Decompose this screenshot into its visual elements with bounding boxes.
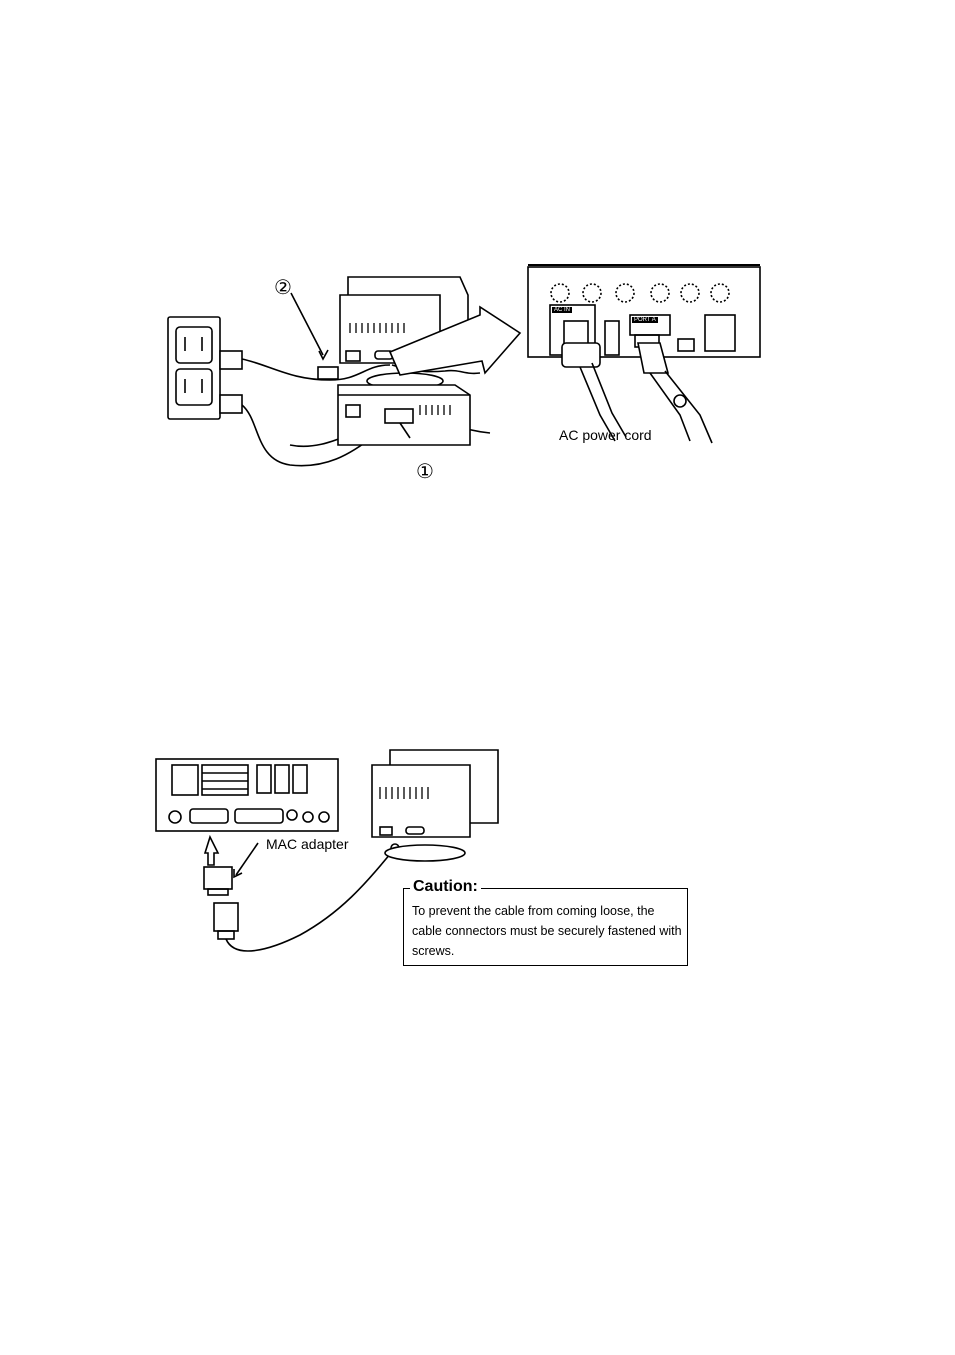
port-label-ac-in: AC IN xyxy=(552,307,572,313)
callout-number-2: ② xyxy=(274,275,292,299)
mac-adapter-label: MAC adapter xyxy=(266,836,348,852)
port-label-port-a: PORT A xyxy=(632,317,658,323)
caution-title: Caution: xyxy=(410,878,481,896)
ac-power-cord-label: AC power cord xyxy=(559,427,652,443)
caution-text: To prevent the cable from coming loose, … xyxy=(412,901,684,961)
connection-diagram-1 xyxy=(160,255,770,485)
caution-box: Caution: To prevent the cable from comin… xyxy=(403,888,688,966)
callout-number-1: ① xyxy=(416,459,434,483)
figure-monitor-power-connection: ② ① AC power cord AC IN PORT A xyxy=(160,255,770,485)
